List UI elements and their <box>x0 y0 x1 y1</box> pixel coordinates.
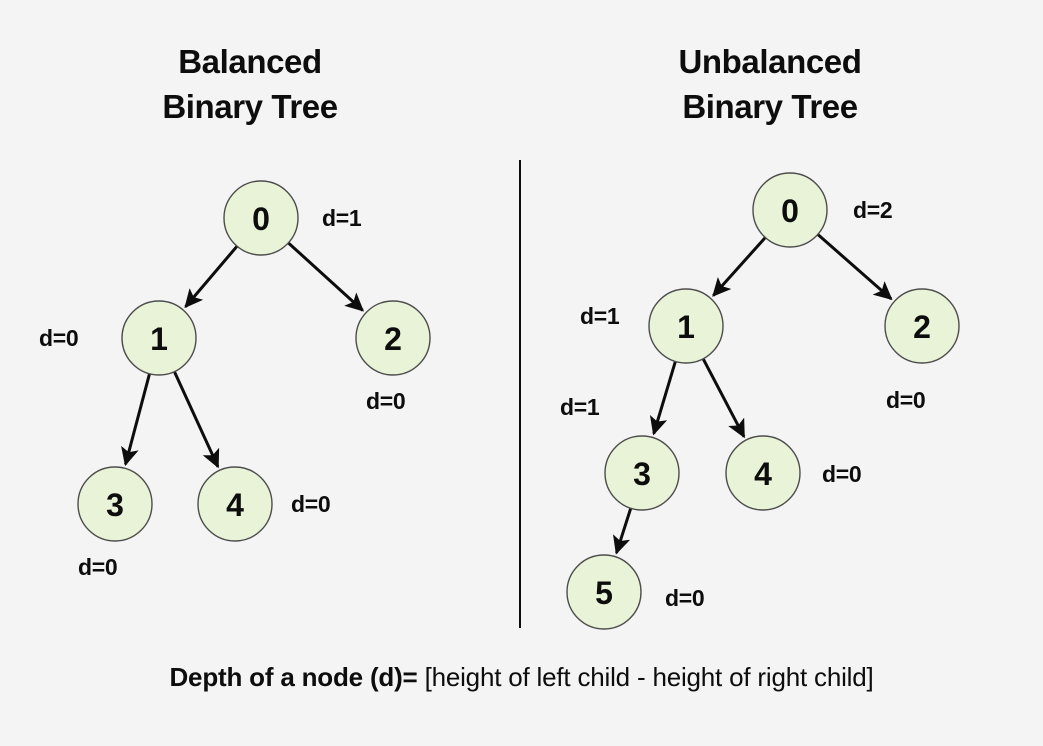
tree-edge-R0-R1 <box>712 235 768 297</box>
depth-label-R4: d=0 <box>822 461 862 487</box>
node-circle-1 <box>648 288 724 364</box>
left-panel-title: Balanced Binary Tree <box>162 43 338 125</box>
node-value-0: 0 <box>781 193 799 229</box>
tree-node-0: 0 <box>223 180 299 256</box>
right-tree-nodes: 0 1 2 3 4 5 <box>566 172 960 630</box>
tree-node-4: 4 <box>725 435 801 511</box>
node-value-4: 4 <box>226 487 244 523</box>
node-value-4: 4 <box>754 456 772 492</box>
node-circle-1 <box>121 300 197 376</box>
node-circle-2 <box>884 288 960 364</box>
depth-label-R2: d=0 <box>886 387 926 413</box>
left-tree-edges <box>121 241 364 469</box>
node-circle-5 <box>566 554 642 630</box>
depth-label-L4: d=0 <box>291 491 331 517</box>
node-circle-0 <box>752 172 828 248</box>
node-circle-3 <box>604 435 680 511</box>
tree-node-3: 3 <box>77 466 153 542</box>
depth-label-L2: d=0 <box>366 388 406 414</box>
tree-edge-R1-R4 <box>701 357 746 439</box>
node-value-5: 5 <box>595 575 613 611</box>
tree-node-0: 0 <box>752 172 828 248</box>
node-value-0: 0 <box>252 201 270 237</box>
depth-label-R0: d=2 <box>853 197 893 223</box>
formula-caption: Depth of a node (d)= [height of left chi… <box>0 662 1043 693</box>
tree-node-4: 4 <box>197 466 273 542</box>
node-circle-3 <box>77 466 153 542</box>
tree-edge-L0-L2 <box>286 241 364 312</box>
left-tree-nodes: 0 1 2 3 4 <box>77 180 431 542</box>
depth-label-L0: d=1 <box>322 205 362 231</box>
caption-bold-text: Depth of a node (d)= <box>169 662 425 692</box>
caption-regular-text: [height of left child - height of right … <box>424 662 874 692</box>
node-value-1: 1 <box>677 309 695 345</box>
tree-node-1: 1 <box>121 300 197 376</box>
tree-node-2: 2 <box>884 288 960 364</box>
node-value-2: 2 <box>913 309 931 345</box>
tree-node-3: 3 <box>604 435 680 511</box>
tree-node-1: 1 <box>648 288 724 364</box>
tree-edge-R3-R5 <box>613 506 633 555</box>
depth-label-L3: d=0 <box>78 554 118 580</box>
node-circle-2 <box>355 300 431 376</box>
node-circle-4 <box>725 435 801 511</box>
right-panel-title: Unbalanced Binary Tree <box>678 43 862 125</box>
tree-edge-L1-L3 <box>121 372 152 467</box>
depth-label-R3: d=1 <box>560 394 600 420</box>
depth-label-R1: d=1 <box>580 303 620 329</box>
node-value-3: 3 <box>106 487 124 523</box>
node-value-2: 2 <box>384 321 402 357</box>
node-value-3: 3 <box>633 456 651 492</box>
node-circle-4 <box>197 466 273 542</box>
node-value-1: 1 <box>150 321 168 357</box>
depth-label-R5: d=0 <box>665 585 705 611</box>
node-circle-0 <box>223 180 299 256</box>
tree-edge-R0-R2 <box>816 232 893 301</box>
tree-node-2: 2 <box>355 300 431 376</box>
tree-edge-L1-L4 <box>172 370 220 469</box>
tree-edge-R1-R3 <box>649 360 678 436</box>
right-tree-edges <box>613 232 893 555</box>
tree-edge-L0-L1 <box>184 244 239 309</box>
depth-label-L1: d=0 <box>39 325 79 351</box>
tree-node-5: 5 <box>566 554 642 630</box>
